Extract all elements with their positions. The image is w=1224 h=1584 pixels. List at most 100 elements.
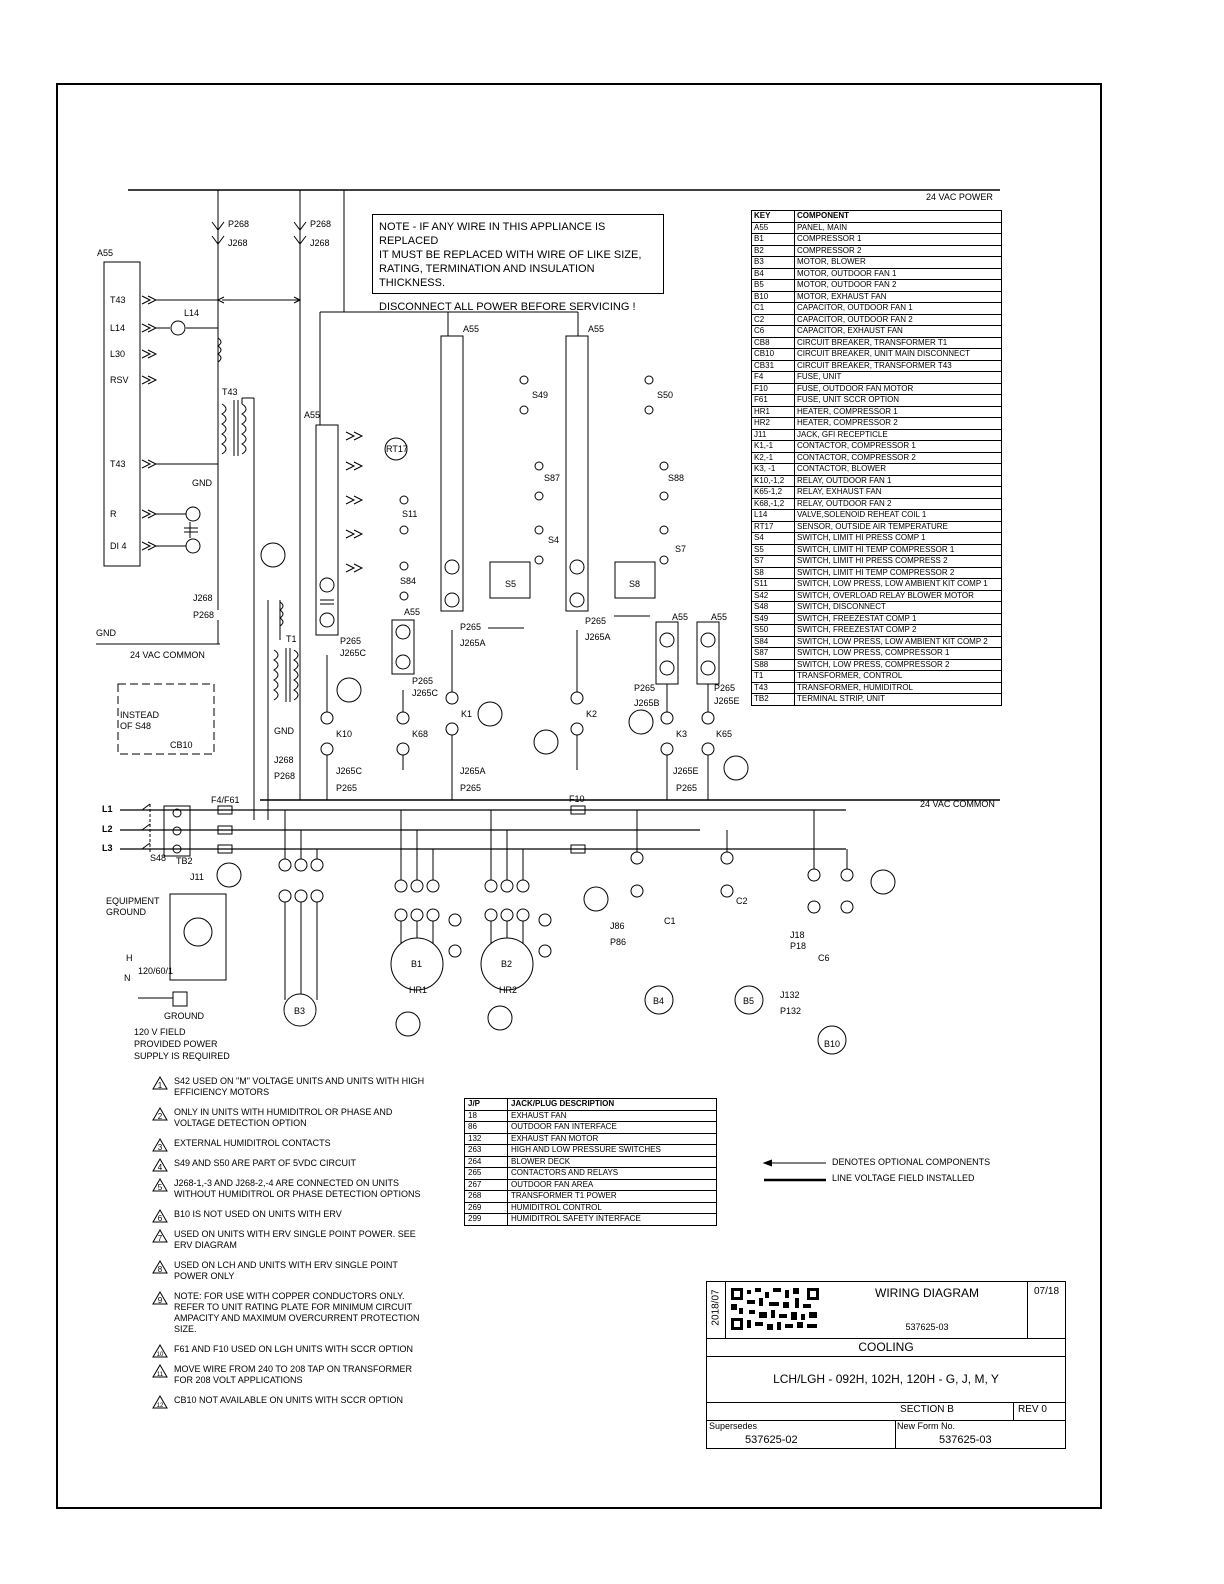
component-cell: SWITCH, FREEZESTAT COMP 1 [794,612,1002,625]
key-cell: B5 [751,279,795,292]
l30-pin-label: L30 [110,349,126,359]
component-cell: SWITCH, LOW PRESS, LOW AMBIENT KIT COMP … [794,578,1002,591]
s50-label: S50 [657,390,674,400]
s84-label: S84 [400,576,417,586]
jp-cell: 86 [464,1121,508,1134]
note-text: USED ON UNITS WITH ERV SINGLE POINT POWE… [174,1229,416,1250]
s48-label: S48 [150,853,167,863]
key-cell: K68,-1,2 [751,497,795,510]
jp-cell: 264 [464,1155,508,1168]
key-cell: CB10 [751,348,795,361]
hr2-label: HR2 [499,985,518,995]
key-cell: B3 [751,256,795,269]
jp-desc-header: JACK/PLUG DESCRIPTION [507,1098,717,1111]
p265-label-6: P265 [714,683,736,693]
key-cell: F61 [751,394,795,407]
cb31-breaker-icon [217,337,222,363]
key-cell: T1 [751,670,795,683]
common-bus-label-left: 24 VAC COMMON [130,650,205,660]
common-bus-label: 24 VAC COMMON [920,799,995,809]
jp-cell: 269 [464,1201,508,1214]
s87-label: S87 [544,473,561,483]
t1-transformer-icon [273,649,279,701]
key-cell: B2 [751,244,795,257]
key-cell: S50 [751,624,795,637]
j18-label: J18 [790,930,805,940]
key-cell: RT17 [751,520,795,533]
a55-panel-comp1 [440,335,464,612]
p268-label-4: P268 [274,771,296,781]
j265e-label-1: J265E [714,696,740,706]
j265c-label-1: J265C [340,648,367,658]
jp-cell: 299 [464,1213,508,1226]
b4-motor-icon [644,985,674,1015]
gnd-label: GND [96,628,116,638]
gnd-label-2: GND [192,478,212,488]
revision-label: REV 0 [1013,1402,1065,1420]
f4f61-label: F4/F61 [211,795,240,805]
jp-cell: 265 [464,1167,508,1180]
a55-mid-label: A55 [304,410,321,420]
component-cell: TRANSFORMER, HUMIDITROL [794,681,1002,694]
key-cell: F10 [751,382,795,395]
note-text: EXTERNAL HUMIDITROL CONTACTS [174,1138,331,1148]
component-cell: SWITCH, LOW PRESS, LOW AMBIENT KIT COMP … [794,635,1002,648]
a55-k68-label: A55 [404,607,421,617]
note-text: CB10 NOT AVAILABLE ON UNITS WITH SCCR OP… [174,1395,404,1405]
p132-label: P132 [780,1006,802,1016]
component-cell: HEATER, COMPRESSOR 2 [794,417,1002,430]
jp-desc-cell: HUMIDITROL SAFETY INTERFACE [507,1213,717,1226]
jp-desc-cell: EXHAUST FAN [507,1109,717,1122]
c1-label: C1 [664,916,676,926]
key-cell: HR1 [751,405,795,418]
k2-label: K2 [586,709,598,719]
key-cell: S5 [751,543,795,556]
component-cell: RELAY, OUTDOOR FAN 2 [794,497,1002,510]
p265-label-8: P265 [460,783,482,793]
jp-desc-cell: OUTDOOR FAN INTERFACE [507,1121,717,1134]
ground-label: GROUND [164,1011,204,1021]
note-text: USED ON LCH AND UNITS WITH ERV SINGLE PO… [174,1260,398,1281]
year-label: 2018/07 [710,1289,722,1326]
new-form-label: New Form No. [897,1421,956,1431]
j265a-label-2: J265A [585,632,611,642]
note-text: NOTE: FOR USE WITH COPPER CONDUCTORS ONL… [174,1291,420,1334]
j265c-label-3: J265C [336,766,363,776]
field-power-label-2: PROVIDED POWER [134,1039,218,1049]
jp-desc-cell: TRANSFORMER T1 POWER [507,1190,717,1203]
jp-cell: 132 [464,1132,508,1145]
note-number: 8 [158,1265,163,1274]
s8-label: S8 [629,579,641,589]
key-cell: S8 [751,566,795,579]
p265-label-4: P265 [585,616,607,626]
p265-label-2: P265 [412,676,434,686]
note-text: S42 USED ON "M" VOLTAGE UNITS AND UNITS … [174,1076,425,1097]
rt17-sensor-icon [384,437,408,461]
note-text: ONLY IN UNITS WITH HUMIDITROL OR PHASE A… [174,1107,393,1128]
key-cell: K2,-1 [751,451,795,464]
j265a-label-3: J265A [460,766,486,776]
b5-label: B5 [743,996,755,1006]
new-form-value: 537625-03 [939,1434,992,1446]
note-number: 1 [158,1081,163,1090]
component-cell: SWITCH, LOW PRESS, COMPRESSOR 1 [794,647,1002,660]
hr1-label: HR1 [409,985,428,995]
diagram-number: 537625-03 [905,1322,949,1332]
